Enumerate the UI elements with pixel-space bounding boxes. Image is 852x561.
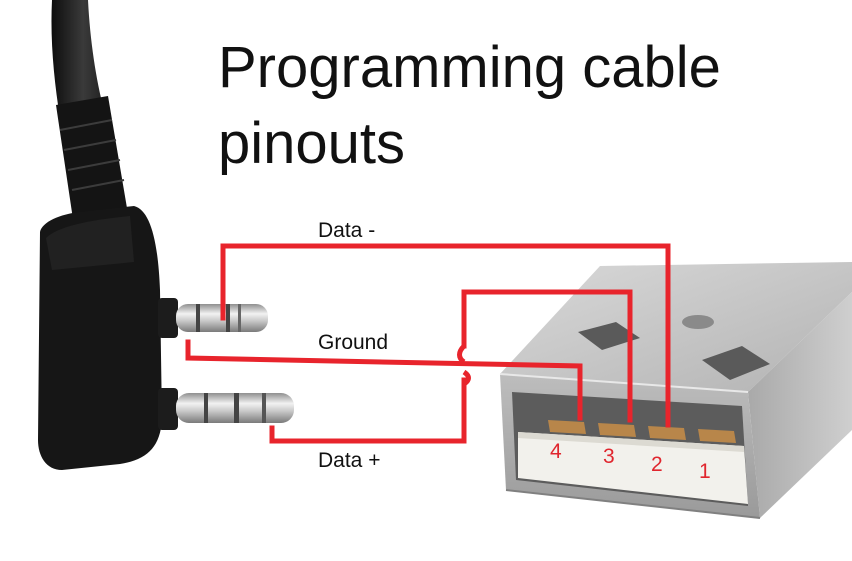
- page-title-line-1: Programming cable: [218, 35, 721, 100]
- usb-a-connector-icon: [499, 262, 852, 519]
- usb-hole-left: [578, 322, 640, 350]
- wire-label-data-minus: Data -: [318, 219, 376, 242]
- usb-hole-right: [702, 346, 770, 380]
- two-pin-plug-icon: [38, 0, 294, 470]
- strain-relief: [56, 96, 128, 226]
- usb-pin-3-label: 3: [603, 445, 615, 468]
- plug-body: [38, 206, 162, 470]
- lower-pin-collar: [158, 388, 178, 430]
- usb-pin-2-label: 2: [651, 453, 663, 476]
- wire-data-plus: [269, 377, 467, 444]
- wires: [185, 243, 671, 444]
- usb-pin-1-label: 1: [699, 460, 711, 483]
- usb-insert: [518, 432, 748, 504]
- usb-dimple: [682, 315, 714, 329]
- wire-label-ground: Ground: [318, 331, 389, 354]
- wire-ground: [185, 339, 583, 421]
- usb-pin-4-label: 4: [550, 440, 562, 463]
- page-title-line-2: pinouts: [218, 111, 406, 176]
- usb-contacts: [548, 420, 736, 443]
- wire-data-minus: [220, 243, 671, 428]
- wire-data-plus-upper: [461, 289, 633, 423]
- upper-pin-collar: [158, 298, 178, 338]
- wire-label-data-plus: Data +: [318, 449, 381, 472]
- usb-side-face: [748, 292, 852, 518]
